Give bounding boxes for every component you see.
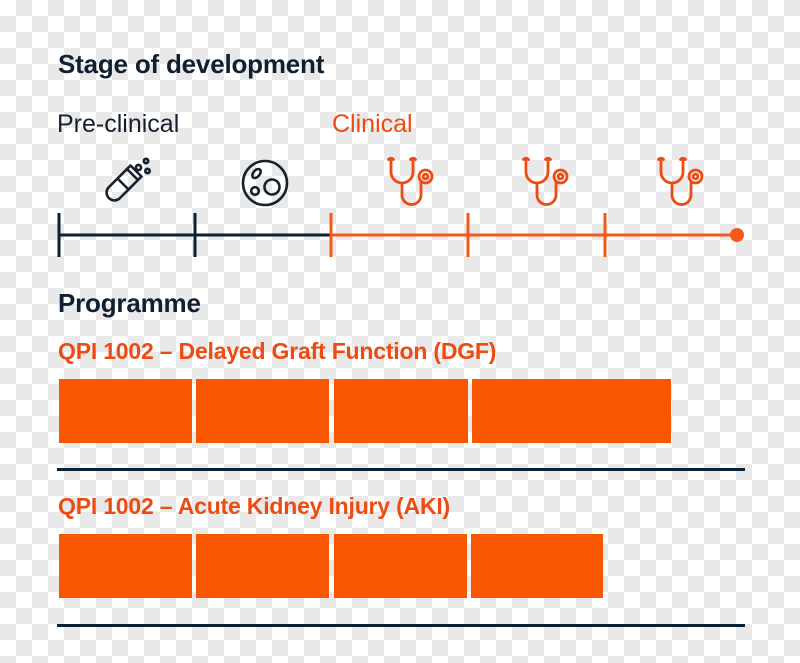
stage-label-pre-clinical: Pre-clinical [57,110,180,138]
stage-label-clinical: Clinical [332,110,413,138]
programme-heading: Programme [58,288,201,318]
section-divider [57,624,745,627]
stethoscope-icon [651,152,713,219]
bar-segment[interactable] [334,379,468,443]
test-tube-icon [100,152,156,217]
stage-of-development-heading: Stage of development [58,49,325,79]
stethoscope-icon [381,152,443,219]
bar-segment[interactable] [59,534,192,598]
programme-title-dgf: QPI 1002 – Delayed Graft Function (DGF) [58,338,497,364]
petri-dish-icon [238,155,292,216]
bar-segment[interactable] [334,534,467,598]
bar-segment[interactable] [196,534,329,598]
bar-segment[interactable] [605,379,671,443]
section-divider [57,468,745,471]
bar-segment[interactable] [196,379,329,443]
stethoscope-icon [516,152,578,219]
bar-segment[interactable] [59,379,192,443]
programme-title-aki: QPI 1002 – Acute Kidney Injury (AKI) [58,493,450,519]
bar-segment[interactable] [472,379,605,443]
bar-segment[interactable] [471,534,603,598]
